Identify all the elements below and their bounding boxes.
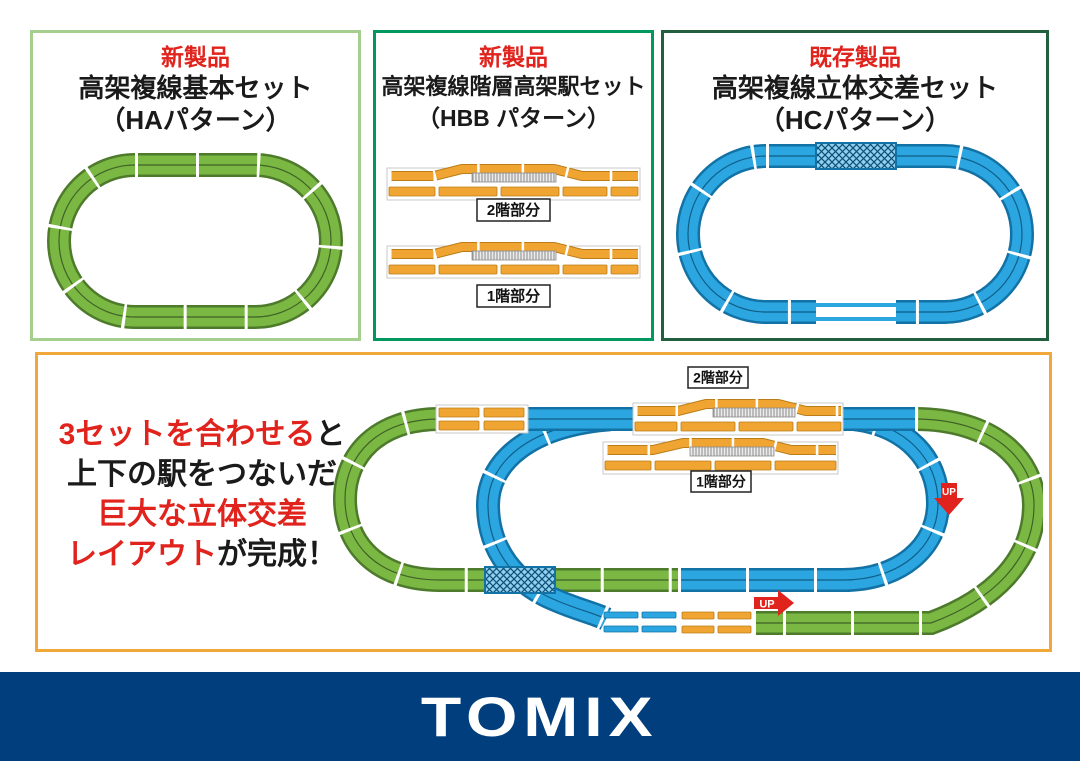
hbb-subtitle: （HBB パターン） xyxy=(416,105,611,131)
truss-bridge-crossing xyxy=(484,566,556,594)
hc-title: 高架複線立体交差セット xyxy=(711,73,998,103)
footer-bar: TOMIX xyxy=(0,672,1080,761)
svg-text:2階部分: 2階部分 xyxy=(487,201,540,219)
lower-ramp-segments xyxy=(603,611,752,634)
girder-gap-section xyxy=(816,298,896,326)
blue-inner-right-loop xyxy=(678,405,952,594)
hbb-new-product-badge: 新製品 xyxy=(479,44,548,70)
up-arrow-right-icon: UP xyxy=(754,590,794,616)
headline-line-2: 上下の駅をつないだ xyxy=(67,458,337,491)
hbb-1f-label: 1階部分 xyxy=(476,284,551,308)
panel-hc-set: 既存製品 高架複線立体交差セット （HCパターン） xyxy=(661,30,1049,341)
svg-text:UP: UP xyxy=(759,599,774,611)
hbb-2f-label: 2階部分 xyxy=(476,198,551,222)
headline-line-3: 巨大な立体交差 xyxy=(97,498,307,531)
headline-line-4: レイアウトが完成！ xyxy=(67,538,337,571)
combo-headline: 3セットを合わせると 上下の駅をつないだ 巨大な立体交差 レイアウトが完成！ xyxy=(44,415,360,575)
ha-subtitle: （HAパターン） xyxy=(99,105,292,135)
svg-text:UP: UP xyxy=(942,487,956,498)
panel-hbb-set: 新製品 高架複線階層高架駅セット （HBB パターン） xyxy=(373,30,654,341)
combo-2f-label: 2階部分 xyxy=(687,366,749,389)
hbb-2f-assembly xyxy=(386,163,641,201)
combined-layout-diagram: 2階部分 1階部分 UP UP xyxy=(331,366,1043,637)
ha-new-product-badge: 新製品 xyxy=(161,44,230,70)
blue-oval-track xyxy=(674,142,1036,326)
blue-inner-left-curve xyxy=(474,405,615,632)
green-left-loop xyxy=(331,405,678,594)
ha-green-loop-diagram xyxy=(45,151,345,331)
truss-bridge-section xyxy=(815,142,897,170)
up-arrow-down-icon: UP xyxy=(934,483,964,515)
hc-existing-product-badge: 既存製品 xyxy=(809,44,901,70)
orange-approach-top xyxy=(435,404,529,434)
hbb-1f-assembly xyxy=(386,241,641,279)
svg-text:2階部分: 2階部分 xyxy=(693,370,743,386)
combo-2f-station xyxy=(632,398,844,436)
green-oval-track xyxy=(45,151,345,331)
hbb-title: 高架複線階層高架駅セット xyxy=(381,74,646,99)
headline-line-1: 3セットを合わせると xyxy=(58,418,346,451)
combo-1f-label: 1階部分 xyxy=(690,470,752,493)
hbb-station-diagram: 2階部分 1階部分 xyxy=(386,163,641,308)
svg-text:1階部分: 1階部分 xyxy=(696,474,746,490)
ha-title: 高架複線基本セット xyxy=(78,73,313,103)
combined-layout-panel: 3セットを合わせると 上下の駅をつないだ 巨大な立体交差 レイアウトが完成！ xyxy=(35,352,1052,652)
combo-1f-station xyxy=(602,437,839,475)
hc-subtitle: （HCパターン） xyxy=(758,105,952,135)
panel-ha-set: 新製品 高架複線基本セット （HAパターン） xyxy=(30,30,361,341)
svg-text:1階部分: 1階部分 xyxy=(487,287,540,305)
hc-blue-loop-diagram xyxy=(674,142,1036,326)
tomix-logo: TOMIX xyxy=(421,685,659,748)
green-right-loop xyxy=(756,405,1043,637)
